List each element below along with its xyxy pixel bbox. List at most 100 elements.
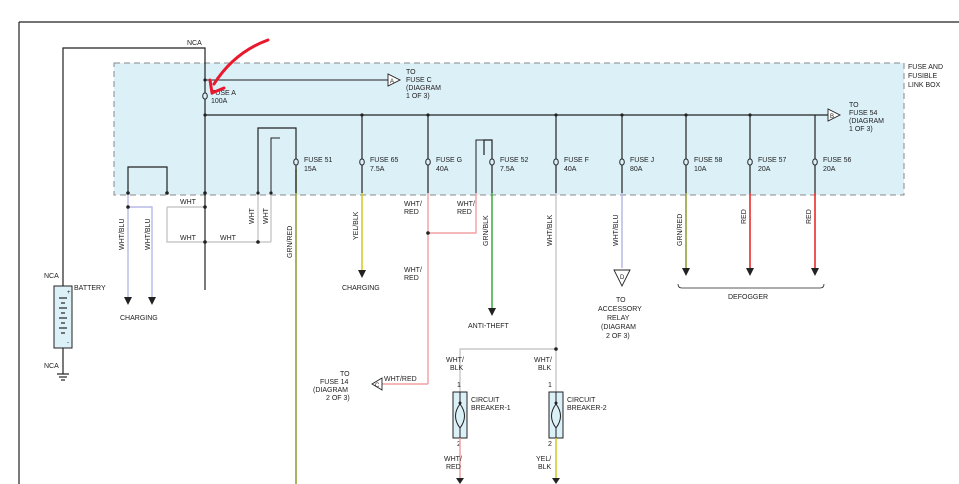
fuse-65-label: FUSE 657.5A: [370, 157, 399, 173]
svg-text:20A: 20A: [758, 166, 771, 173]
defogger-arrow-1: [682, 268, 690, 276]
breaker-2-label: CIRCUIT BREAKER-2: [567, 397, 607, 412]
svg-text:FUSIBLE: FUSIBLE: [908, 73, 938, 80]
svg-text:2 OF 3): 2 OF 3): [606, 333, 630, 340]
wht-red-label-mid: WHT/ RED: [404, 267, 422, 282]
connector-a: [387, 73, 402, 87]
anti-theft-arrow: [488, 308, 496, 316]
breaker1-pin1: 1: [457, 382, 461, 389]
fuse-52-label: FUSE 527.5A: [500, 157, 529, 173]
svg-text:FUSE F: FUSE F: [564, 157, 589, 164]
nca-label-top: NCA: [187, 40, 202, 47]
wht-red-label-breaker1: WHT/ RED: [444, 456, 462, 471]
svg-text:WHT/: WHT/: [534, 357, 552, 364]
svg-text:40A: 40A: [436, 166, 449, 173]
breaker2-pin2: 2: [548, 441, 552, 448]
wht-blu-label-2: WHT/BLU: [145, 219, 152, 251]
red-label-fuse57: RED: [741, 209, 748, 224]
svg-text:(DIAGRAM: (DIAGRAM: [313, 387, 348, 394]
wht-blu-label-1: WHT/BLU: [119, 219, 126, 251]
svg-text:TO: TO: [849, 102, 859, 109]
defogger-arrow-3: [811, 268, 819, 276]
grn-blk-label: GRN/BLK: [483, 215, 490, 246]
svg-text:LINK BOX: LINK BOX: [908, 82, 941, 89]
svg-text:CIRCUIT: CIRCUIT: [567, 397, 596, 404]
svg-text:15A: 15A: [304, 166, 317, 173]
fuse-a-label: FUSE A 100A: [211, 90, 236, 105]
connector-b: [827, 108, 842, 122]
svg-text:(DIAGRAM: (DIAGRAM: [601, 324, 636, 331]
battery-symbol: [53, 285, 73, 349]
svg-text:1 OF 3): 1 OF 3): [849, 126, 873, 133]
wht-label-2: WHT: [180, 235, 197, 242]
svg-text:FUSE A: FUSE A: [211, 90, 236, 97]
battery-label: BATTERY: [74, 285, 106, 292]
connector-a-label: A: [390, 79, 394, 85]
svg-text:BLK: BLK: [538, 365, 552, 372]
wht-label-4: WHT: [249, 207, 256, 224]
fuse-link-box: [113, 62, 905, 196]
yel-blk-label-breaker2: YEL/ BLK: [536, 456, 552, 471]
svg-text:TO: TO: [340, 371, 350, 378]
to-fuse-c-label: TO FUSE C (DIAGRAM 1 OF 3): [406, 69, 441, 100]
svg-text:FUSE 65: FUSE 65: [370, 157, 399, 164]
wht-label-1: WHT: [180, 199, 197, 206]
svg-text:ACCESSORY: ACCESSORY: [598, 306, 642, 313]
svg-text:(DIAGRAM: (DIAGRAM: [406, 85, 441, 92]
wht-red-label-right: WHT/ RED: [457, 201, 475, 216]
svg-text:WHT/: WHT/: [446, 357, 464, 364]
svg-text:FUSE 14: FUSE 14: [320, 379, 349, 386]
grn-red-label-fuse58: GRN/RED: [677, 214, 684, 246]
nca-label-battery-top: NCA: [44, 273, 59, 280]
connector-b-label: B: [830, 114, 834, 120]
connector-c-label: C: [375, 383, 380, 389]
svg-text:BLK: BLK: [538, 464, 552, 471]
svg-text:WHT/: WHT/: [457, 201, 475, 208]
circuit-breaker-1: [452, 391, 468, 439]
svg-text:FUSE 54: FUSE 54: [849, 110, 878, 117]
breaker2-arrow: [552, 478, 560, 484]
svg-text:BREAKER-2: BREAKER-2: [567, 405, 607, 412]
svg-text:FUSE J: FUSE J: [630, 157, 654, 164]
svg-text:2 OF 3): 2 OF 3): [326, 395, 350, 402]
svg-text:RED: RED: [404, 275, 419, 282]
svg-text:7.5A: 7.5A: [500, 166, 515, 173]
svg-text:BREAKER-1: BREAKER-1: [471, 405, 511, 412]
svg-text:TO: TO: [616, 297, 626, 304]
wht-charging-network: [127, 137, 280, 297]
svg-text:1 OF 3): 1 OF 3): [406, 93, 430, 100]
wht-label-3: WHT: [220, 235, 237, 242]
svg-text:40A: 40A: [564, 166, 577, 173]
circuit-breaker-2: [548, 391, 564, 439]
wht-blu-label-fuse-j: WHT/BLU: [613, 215, 620, 247]
svg-text:BLK: BLK: [450, 365, 464, 372]
breaker-1-label: CIRCUIT BREAKER-1: [471, 397, 511, 412]
to-fuse-14-label: TO FUSE 14 (DIAGRAM 2 OF 3): [313, 371, 350, 402]
charging-label-left: CHARGING: [120, 315, 158, 322]
svg-text:WHT/: WHT/: [444, 456, 462, 463]
wht-blk-label-breaker1: WHT/ BLK: [446, 357, 464, 372]
grn-red-label-fuse51: GRN/RED: [287, 226, 294, 258]
svg-text:RED: RED: [446, 464, 461, 471]
accessory-relay-label: TO ACCESSORY RELAY (DIAGRAM 2 OF 3): [598, 297, 642, 340]
anti-theft-label: ANTI-THEFT: [468, 323, 510, 330]
svg-text:100A: 100A: [211, 98, 228, 105]
breaker1-arrow: [456, 478, 464, 484]
battery-minus-label: -: [67, 340, 69, 346]
fuse-51-label: FUSE 51 15A: [304, 157, 333, 173]
svg-text:FUSE 51: FUSE 51: [304, 157, 333, 164]
charging-label-right: CHARGING: [342, 285, 380, 292]
svg-text:RED: RED: [457, 209, 472, 216]
wht-blk-label: WHT/BLK: [547, 215, 554, 246]
charging-arrow-1: [124, 297, 132, 305]
svg-text:20A: 20A: [823, 166, 836, 173]
fuse-box-label: FUSE AND FUSIBLE LINK BOX: [908, 64, 943, 89]
wht-red-label-left: WHT/ RED: [404, 201, 422, 216]
connector-c: [371, 377, 383, 391]
battery-plus-label: +: [67, 290, 71, 296]
charging-arrow-2: [148, 297, 156, 305]
